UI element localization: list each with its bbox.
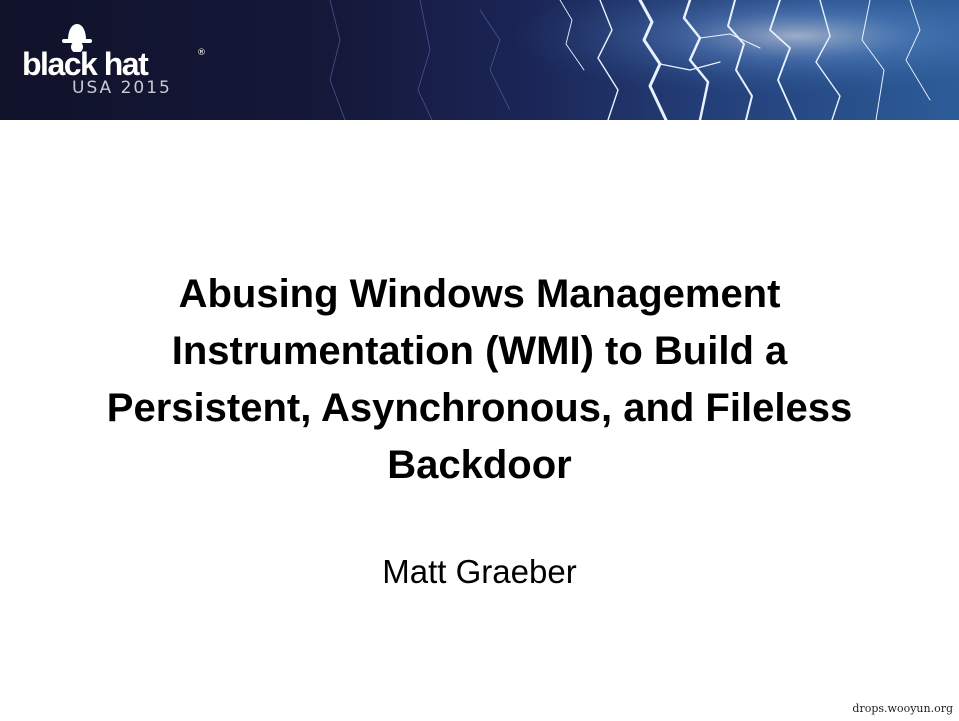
watermark: drops.wooyun.org: [852, 702, 953, 715]
title-line-2: Instrumentation (WMI) to Build a: [171, 329, 788, 373]
lightning-background: [329, 0, 959, 120]
slide-title: Abusing Windows Management Instrumentati…: [40, 266, 919, 494]
registered-mark: ®: [197, 48, 206, 58]
logo-event-name: USA 2015: [72, 78, 172, 98]
header-banner: black hat ® USA 2015: [0, 0, 959, 120]
logo-wordmark: black hat: [22, 46, 149, 82]
title-line-3: Persistent, Asynchronous, and Fileless: [106, 386, 853, 430]
black-hat-logo: black hat ® USA 2015: [22, 22, 207, 102]
spy-hat-icon: [62, 24, 92, 52]
title-line-1: Abusing Windows Management: [178, 272, 781, 316]
title-line-4: Backdoor: [387, 443, 572, 487]
author-name: Matt Graeber: [382, 553, 577, 590]
